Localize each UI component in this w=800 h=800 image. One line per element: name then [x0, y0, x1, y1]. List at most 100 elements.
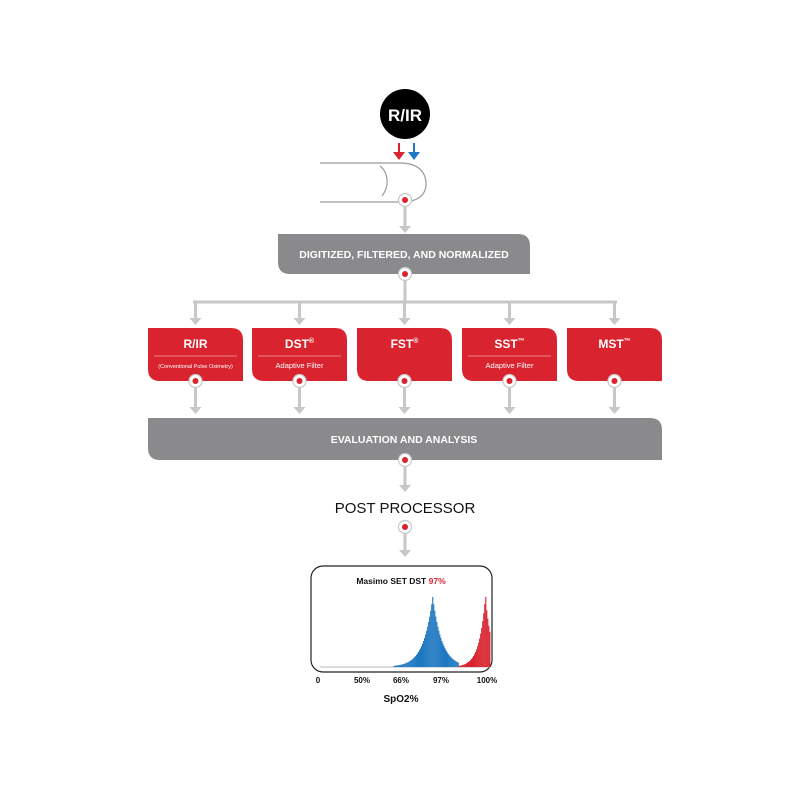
histogram-bar [405, 662, 407, 667]
histogram-bar [473, 656, 475, 667]
histogram-bar [459, 665, 461, 667]
histogram-bar [460, 665, 462, 667]
down-arrow-icon [503, 407, 516, 414]
down-arrow-icon [399, 550, 411, 557]
histogram-bar [449, 656, 451, 667]
histogram-bar [397, 665, 399, 667]
histogram-bar [445, 650, 447, 667]
x-tick-label: 66% [393, 676, 409, 685]
filter-title-text: MST [598, 337, 624, 351]
histogram-bar [485, 597, 487, 667]
filter-title-mark: ® [413, 337, 419, 345]
connector-dot-icon [397, 266, 413, 282]
histogram-bar [443, 646, 445, 667]
down-arrow-icon [608, 407, 621, 414]
histogram-bar [436, 621, 438, 667]
histogram-bar [477, 646, 479, 667]
filter-title-text: R/IR [184, 337, 208, 351]
histogram-bar [402, 664, 404, 667]
histogram-bar [393, 665, 395, 667]
histogram-bar [419, 648, 422, 667]
histogram-bar [470, 659, 473, 667]
histogram-bar [403, 663, 405, 667]
down-arrow-icon [189, 318, 202, 325]
histogram-bar [452, 659, 454, 667]
histogram-bar [396, 665, 398, 667]
histogram-bar [416, 653, 418, 667]
x-tick-label: 100% [477, 676, 497, 685]
histogram-bar [486, 610, 488, 667]
filter-title: FST® [391, 337, 420, 351]
histogram-bar [417, 651, 420, 667]
histogram-bar [446, 651, 448, 667]
histogram-bar [448, 654, 450, 667]
blue-light-arrow-icon [408, 143, 420, 160]
histogram-bar [461, 665, 463, 667]
histogram-bar [423, 640, 425, 667]
filter-title-text: DST [285, 337, 310, 351]
down-arrow-icon [189, 407, 202, 414]
histogram-bar [394, 665, 396, 667]
histogram-bar [435, 616, 437, 667]
histogram-bar [409, 660, 411, 667]
connector-dot-icon [397, 373, 412, 389]
histogram-bar [450, 657, 452, 667]
histogram-bar [466, 662, 468, 667]
histogram-bar [425, 634, 427, 667]
histogram-bar [447, 653, 449, 667]
histogram-bar [398, 665, 400, 667]
x-axis-label: SpO2% [383, 694, 418, 705]
connector-dot-icon [292, 373, 307, 389]
down-arrow-icon [398, 318, 411, 325]
histogram-bar [451, 658, 453, 667]
filter-box-2: DST® Adaptive Filter [252, 328, 347, 381]
connector-dot-icon [397, 452, 413, 468]
stage-evaluation-label: EVALUATION AND ANALYSIS [331, 434, 478, 446]
histogram-bar [429, 616, 431, 667]
histogram-bar [471, 657, 474, 667]
histogram-bar [408, 661, 410, 667]
histogram-bar [464, 663, 466, 667]
stage-evaluation-box [148, 418, 662, 460]
down-arrow-icon [398, 407, 411, 414]
filter-title-text: FST [391, 337, 414, 351]
histogram-bar [422, 643, 424, 667]
source-badge [380, 89, 430, 139]
histogram-bar [439, 634, 441, 667]
result-panel [310, 565, 493, 673]
filter-box-5: MST™ [567, 328, 662, 381]
histogram-bar [476, 649, 478, 667]
histogram-bar [412, 658, 414, 667]
down-arrow-icon [503, 318, 516, 325]
histogram-bar [432, 597, 434, 667]
filter-subtitle: Adaptive Filter [276, 361, 324, 370]
filter-title: SST™ [494, 337, 524, 351]
histogram-bar [484, 604, 486, 667]
histogram-bar [399, 664, 401, 667]
result-title-value: 97% [429, 576, 446, 586]
histogram-bar [395, 665, 397, 667]
histogram-bar [488, 625, 490, 667]
histogram-bar [430, 610, 432, 667]
histogram-bar [453, 660, 455, 667]
down-arrow-icon [293, 407, 306, 414]
histogram-bar [456, 661, 458, 667]
histogram-bar [415, 654, 417, 667]
stage-digitized-label: DIGITIZED, FILTERED, AND NORMALIZED [299, 249, 509, 261]
histogram-bar [437, 626, 439, 667]
result-title-prefix: Masimo SET DST [356, 576, 427, 586]
filter-box-3: FST® [357, 328, 452, 381]
filter-title-text: SST [494, 337, 518, 351]
result-title: Masimo SET DST 97% [356, 576, 446, 586]
histogram-bar [433, 604, 435, 667]
histogram-bar [489, 631, 491, 667]
connector-dot-icon [188, 373, 203, 389]
histogram-bar [468, 661, 471, 667]
histogram-bar [426, 630, 428, 667]
filter-title: DST® [285, 337, 315, 351]
source-label: R/IR [388, 106, 422, 125]
histogram-bar [438, 630, 440, 667]
histogram-bar [487, 618, 489, 667]
